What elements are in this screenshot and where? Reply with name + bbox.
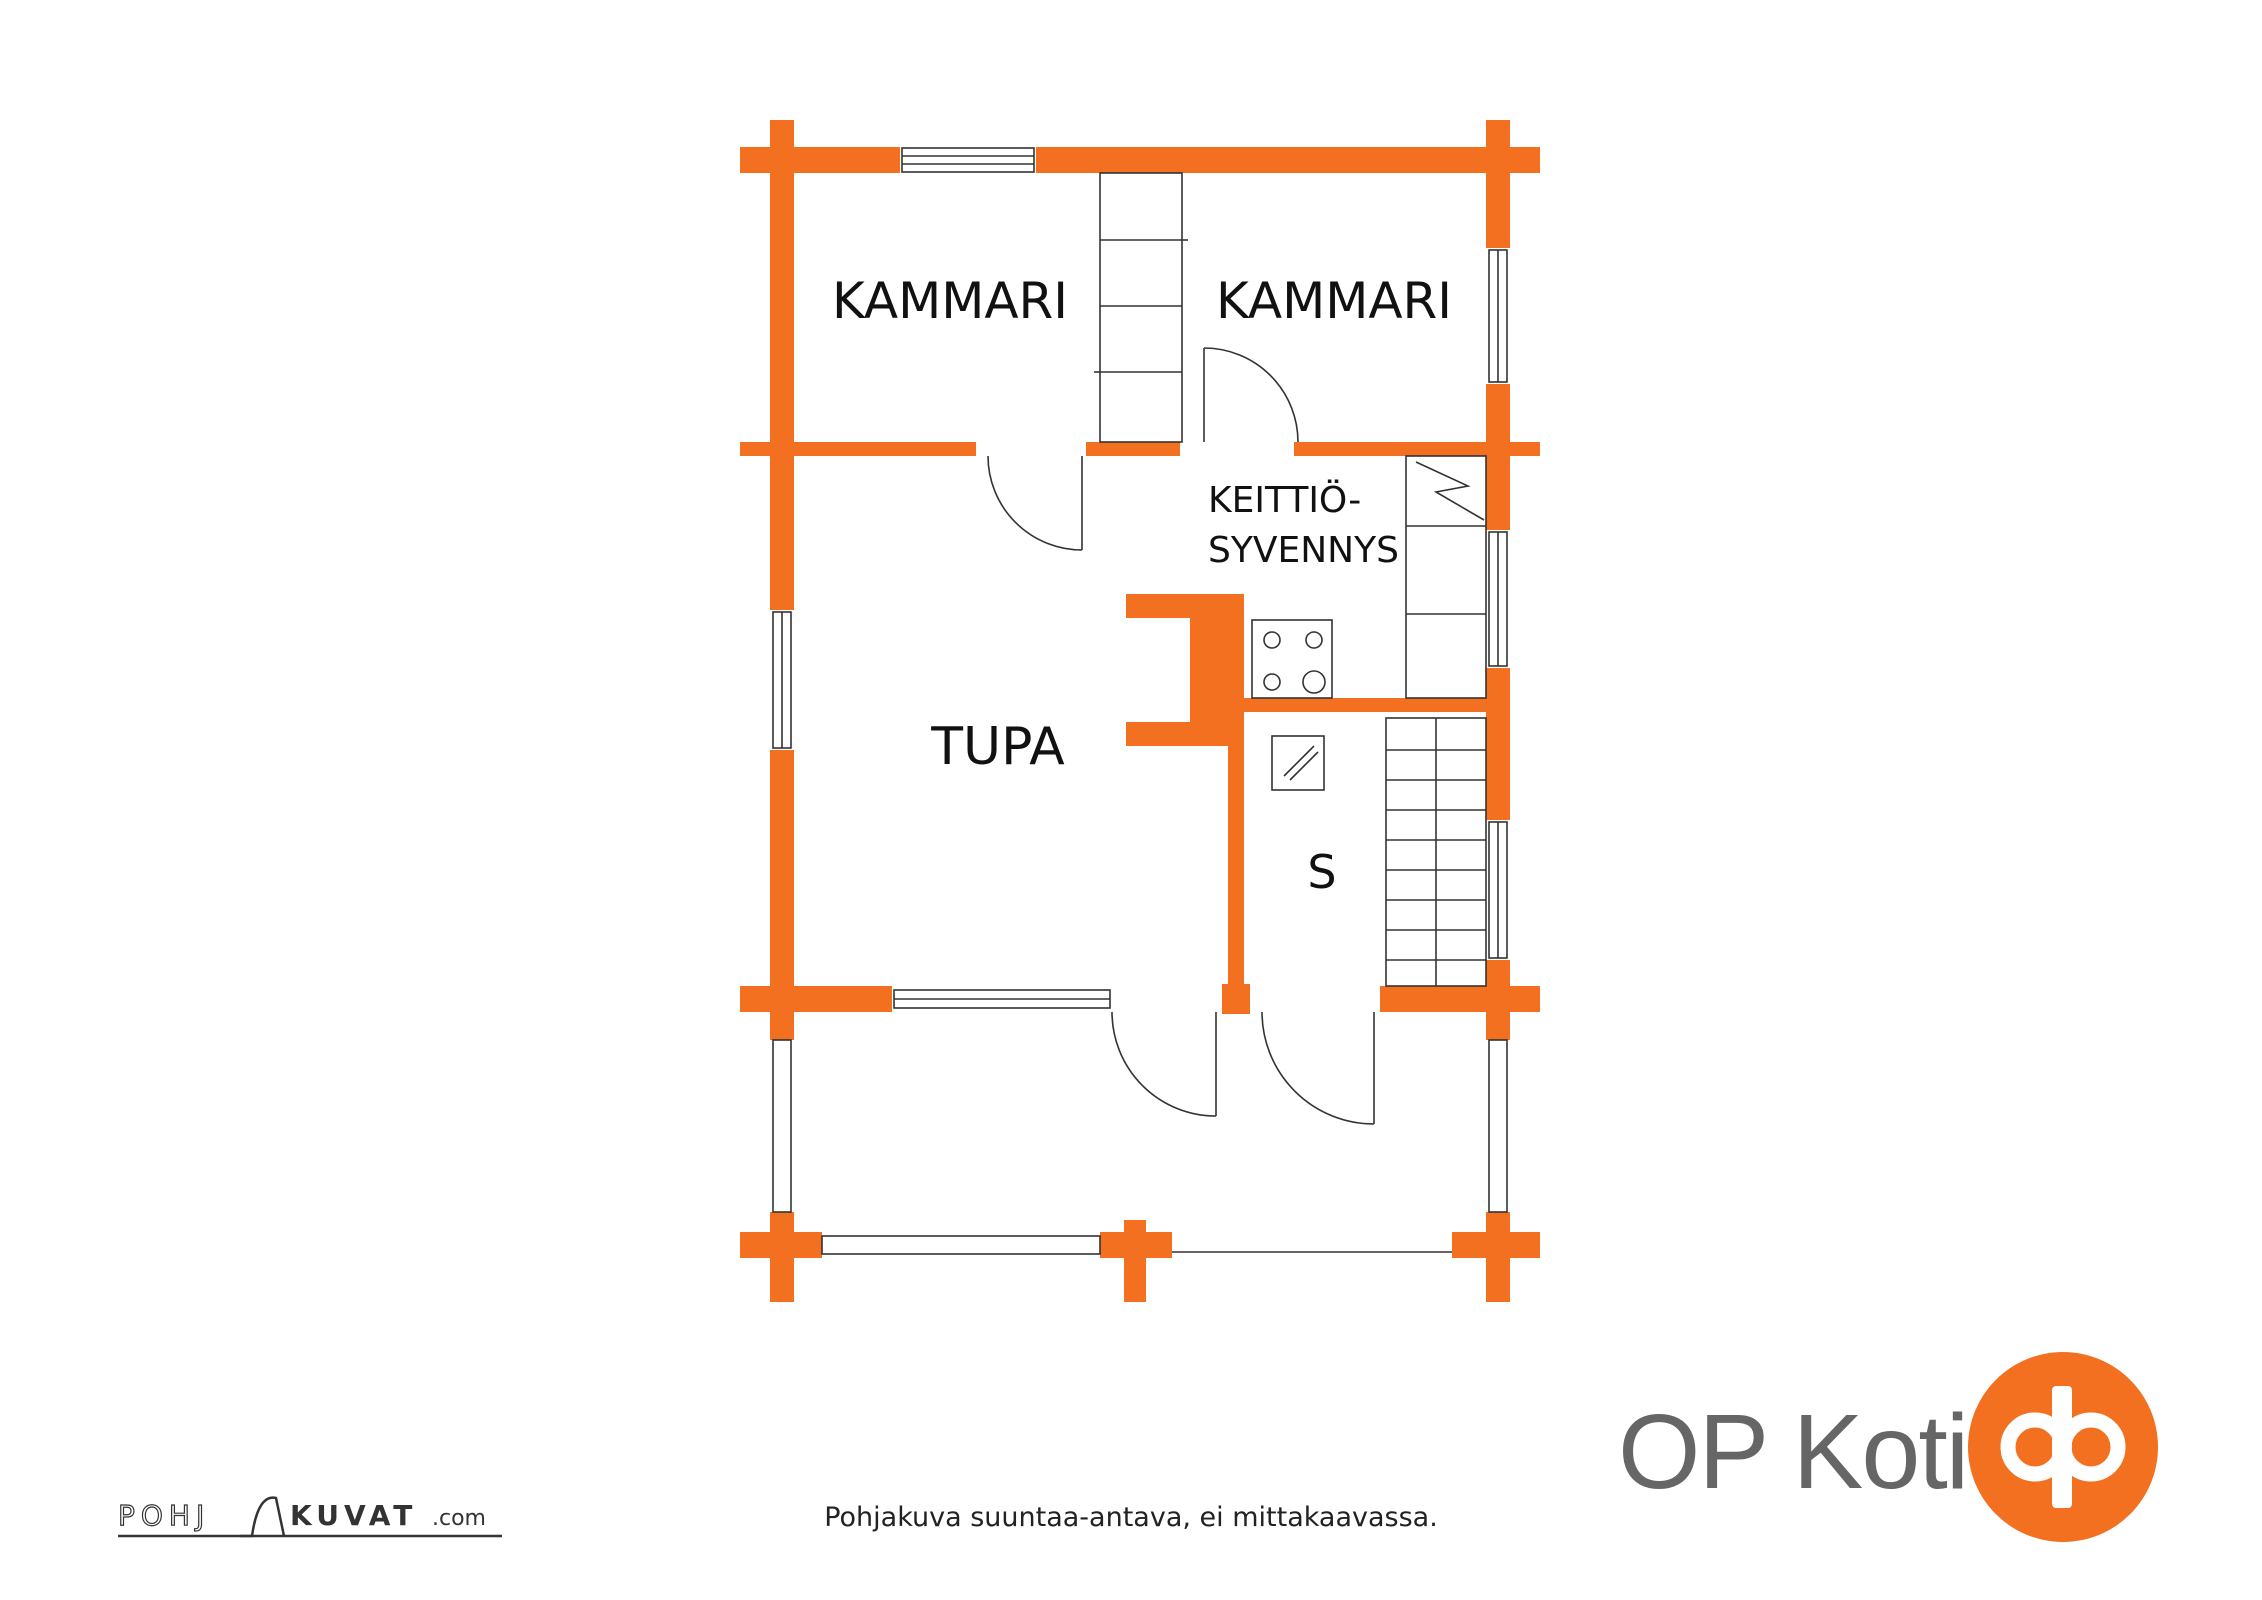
room-label-keittio-line1: KEITTIÖ- bbox=[1208, 479, 1361, 521]
pohjakuvat-logo-left: POHJ bbox=[118, 1499, 210, 1532]
pohjakuvat-logo-suffix: .com bbox=[432, 1506, 486, 1531]
op-logo-icon bbox=[1968, 1352, 2158, 1542]
pohjakuvat-logo: POHJ KUVAT .com bbox=[118, 1496, 502, 1538]
disclaimer-text: Pohjakuva suuntaa-antava, ei mittakaavas… bbox=[824, 1502, 1438, 1533]
room-label-kammari-left: KAMMARI bbox=[832, 272, 1068, 330]
brand-name: OP Koti bbox=[1618, 1393, 1969, 1511]
room-label-tupa: TUPA bbox=[930, 717, 1065, 777]
room-label-keittio-line2: SYVENNYS bbox=[1208, 530, 1399, 571]
pohjakuvat-logo-right: KUVAT bbox=[290, 1499, 417, 1532]
room-label-kammari-right: KAMMARI bbox=[1216, 272, 1452, 330]
linework bbox=[772, 147, 1508, 1255]
room-label-sauna: S bbox=[1307, 845, 1336, 899]
